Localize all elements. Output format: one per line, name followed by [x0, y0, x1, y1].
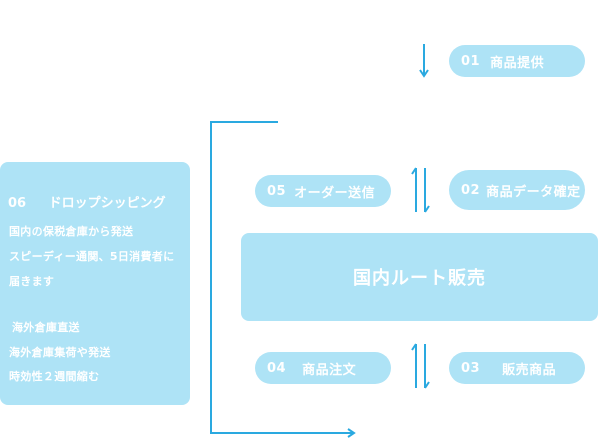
dropshipping-title: 06 ドロップシッピング [8, 192, 166, 211]
arrow-down-01 [419, 44, 429, 78]
double-arrow-upper [411, 167, 430, 213]
step-01-pill: 01 商品提供 [449, 45, 585, 77]
double-arrow-lower [411, 343, 430, 389]
step-04-label: 商品注文 [302, 362, 357, 378]
side-line-3: 届きます [9, 275, 55, 288]
side-line-6: 時効性２週間縮む [9, 370, 100, 383]
step-05-pill: 05 オーダー送信 [255, 175, 391, 207]
dropshipping-panel: 06 ドロップシッピング 国内の保税倉庫から発送 スピーディー通関、5日消費者に… [0, 162, 190, 405]
step-03-number: 03 [461, 360, 481, 376]
step-02-number: 02 [461, 182, 481, 198]
step-02-pill: 02 商品データ確定 [449, 170, 585, 210]
step-03-label: 販売商品 [502, 362, 557, 378]
step-04-pill: 04 商品注文 [255, 352, 391, 384]
step-04-number: 04 [267, 360, 287, 376]
step-01-number: 01 [461, 53, 481, 69]
center-box: 国内ルート販売 [241, 233, 598, 321]
side-line-4: 海外倉庫直送 [12, 321, 80, 334]
step-06-label: ドロップシッピング [48, 196, 166, 211]
step-05-label: オーダー送信 [294, 185, 376, 201]
step-06-number: 06 [8, 196, 27, 211]
side-line-5: 海外倉庫集荷や発送 [9, 346, 111, 359]
step-01-label: 商品提供 [490, 55, 545, 71]
step-05-number: 05 [267, 183, 287, 199]
side-line-1: 国内の保税倉庫から発送 [9, 225, 134, 238]
step-02-label: 商品データ確定 [486, 184, 581, 200]
step-03-pill: 03 販売商品 [449, 352, 585, 384]
flow-bracket-line [210, 121, 356, 438]
side-line-2: スピーディー通関、5日消費者に [9, 250, 175, 263]
center-label: 国内ルート販売 [353, 268, 486, 289]
